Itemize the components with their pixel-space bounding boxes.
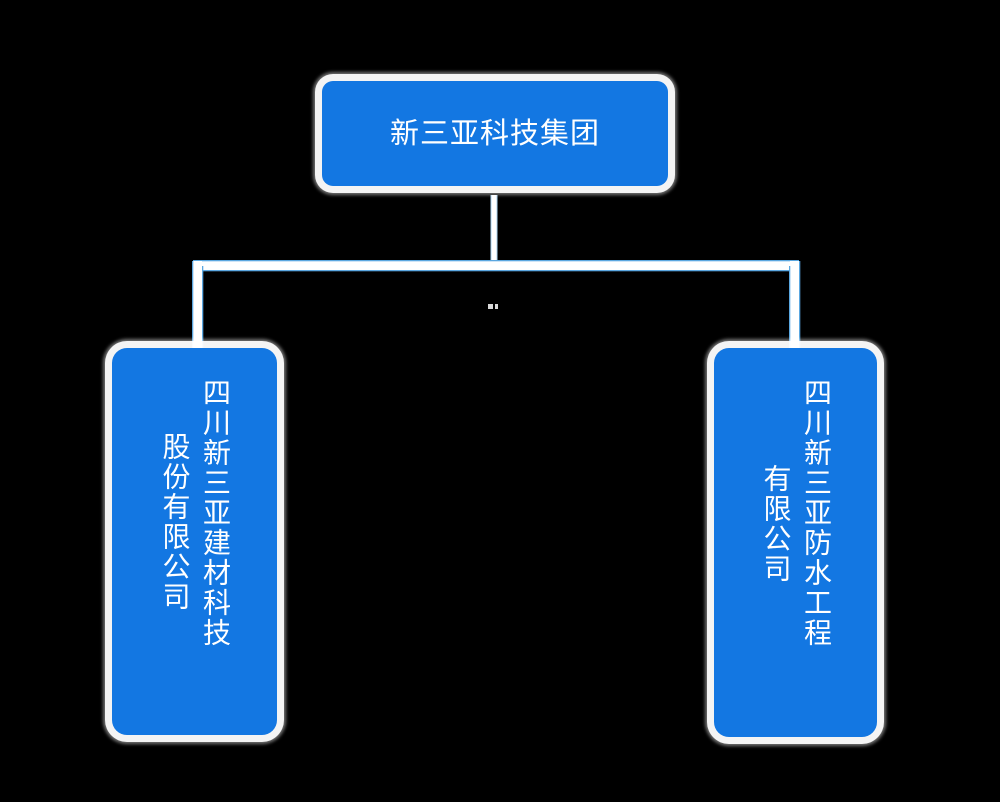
org-node-child-right-label-col2: 有限公司: [759, 464, 793, 584]
org-node-child-right-label-col1: 四川新三亚防水工程: [799, 378, 833, 648]
org-node-child-left[interactable]: 四川新三亚建材科技 股份有限公司: [112, 348, 277, 735]
connector-drop-right: [789, 261, 801, 353]
center-speck-artifact-2: [495, 304, 498, 309]
connector-horizontal-bus: [193, 260, 799, 272]
org-node-child-left-label-col1: 四川新三亚建材科技: [198, 378, 232, 648]
org-node-child-right[interactable]: 四川新三亚防水工程 有限公司: [714, 348, 877, 737]
org-node-child-left-label-col2: 股份有限公司: [158, 432, 192, 612]
center-speck-artifact: [488, 304, 493, 309]
connector-root-stem: [490, 195, 498, 267]
org-node-root-label: 新三亚科技集团: [389, 116, 600, 150]
org-node-child-right-text: 四川新三亚防水工程 有限公司: [714, 348, 877, 737]
org-node-root[interactable]: 新三亚科技集团: [322, 81, 668, 186]
org-node-child-left-text: 四川新三亚建材科技 股份有限公司: [112, 348, 277, 735]
connector-drop-left: [192, 261, 204, 353]
